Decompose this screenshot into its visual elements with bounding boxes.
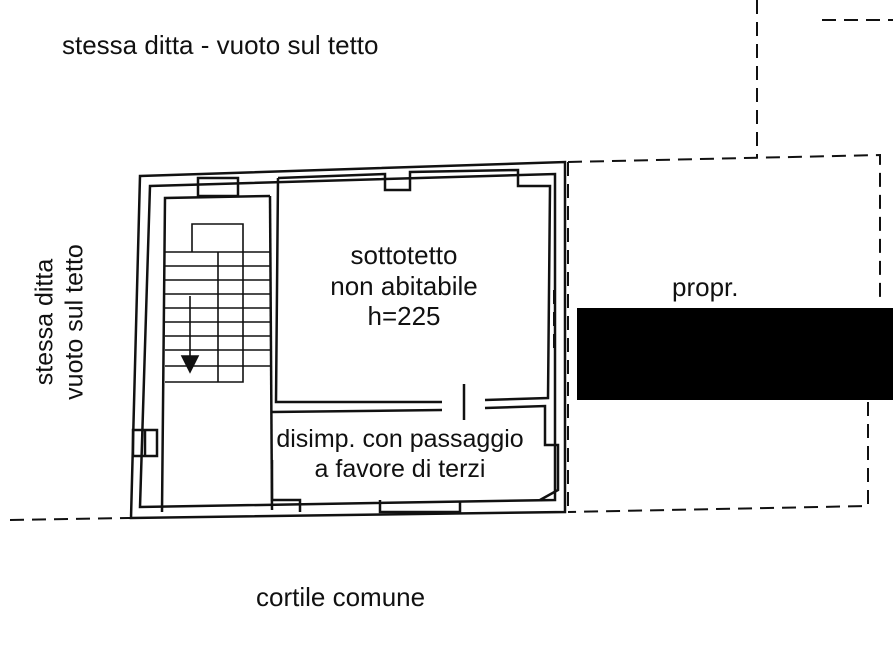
outer-wall [129,160,567,520]
courtyard-label: cortile comune [256,582,426,612]
stair-enclosure-right [268,195,274,511]
passage-label: disimp. con passaggio a favore di terzi [276,424,523,484]
attic-line3: h=225 [367,301,441,332]
passage-wall-notch [378,500,462,514]
attic-room-wall-left [274,177,442,404]
passage-wall [271,408,443,414]
redaction-bar [577,308,893,400]
passage-line1: disimp. con passaggio [276,425,524,453]
staircase [165,223,270,383]
top-neighbor-label: stessa ditta - vuoto sul tetto [62,30,379,60]
left-neighbor-line2: vuoto sul tetto [60,244,88,400]
attic-room-wall [277,168,552,402]
inner-wall [138,172,557,509]
stair-outline [165,223,244,383]
boundary-ground-line [9,517,131,521]
passage-wall-right [484,404,560,502]
stair-enclosure [160,194,271,513]
attic-line2: non abitabile [330,270,478,301]
attic-line1: sottotetto [350,240,458,270]
passage-line2: a favore di terzi [314,455,486,483]
building-walls [129,160,567,520]
passage-wall-bottom [270,460,302,512]
boundary-right-property [567,153,881,300]
right-property-label: propr. [672,272,739,302]
stair-arrow-icon [180,355,200,374]
left-neighbor-line1: stessa ditta [30,258,59,386]
left-neighbor-label: stessa ditta vuoto sul tetto [31,244,90,400]
window-top [196,176,240,198]
attic-label: sottotetto non abitabile h=225 [330,240,477,332]
boundary-right-lower [567,402,869,513]
